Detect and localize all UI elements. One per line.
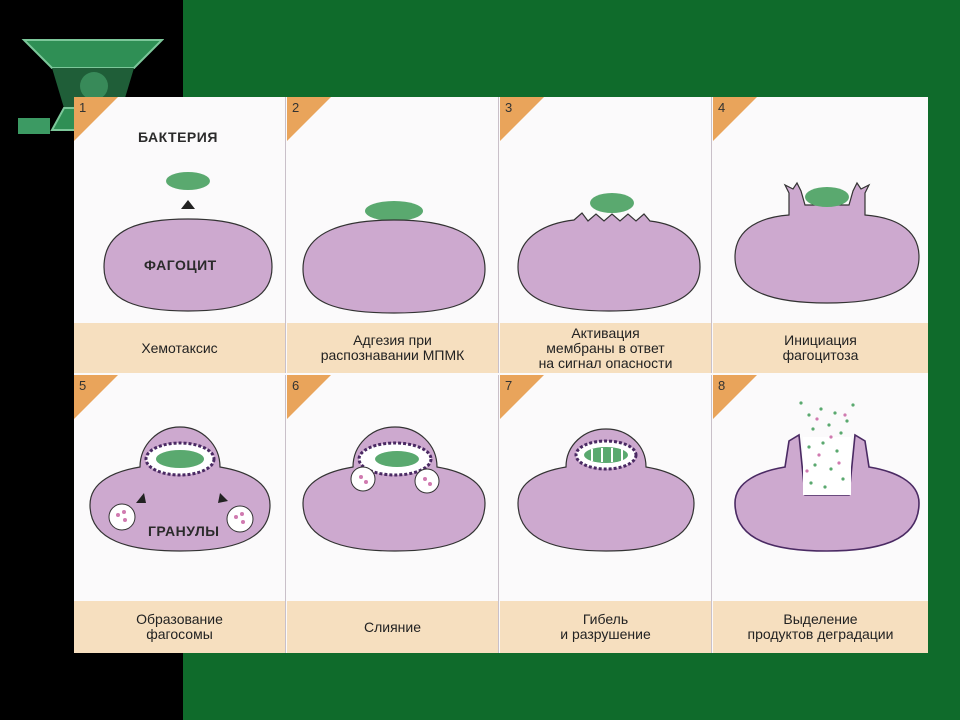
step-panel-2: 2 <box>287 97 499 323</box>
arrow-icon <box>181 200 195 209</box>
step-panel-5: 5 ГРАНУЛЫ <box>74 375 286 601</box>
bacterium-icon <box>365 201 423 221</box>
step-panel-6: 6 <box>287 375 499 601</box>
bacterium-icon <box>590 193 634 213</box>
step-number-6: 6 <box>292 378 299 393</box>
step-2-illustration <box>287 97 499 323</box>
step-caption-7: Гибель и разрушение <box>500 601 712 653</box>
step-caption-3: Активация мембраны в ответ на сигнал опа… <box>500 323 712 373</box>
step-number-2: 2 <box>292 100 299 115</box>
step-number-7: 7 <box>505 378 512 393</box>
phagocytosis-diagram: 1 БАКТЕРИЯ ФАГОЦИТ 2 3 4 Хемотаксис Адге… <box>74 97 928 653</box>
bacterium-icon <box>166 172 210 190</box>
step-8-illustration <box>713 375 928 601</box>
step-caption-8: Выделение продуктов деградации <box>713 601 928 653</box>
bacterium-icon <box>805 187 849 207</box>
step-3-illustration <box>500 97 712 323</box>
step-panel-4: 4 <box>713 97 928 323</box>
granules-label: ГРАНУЛЫ <box>148 523 219 539</box>
step-number-8: 8 <box>718 378 725 393</box>
step-number-5: 5 <box>79 378 86 393</box>
granule-icon <box>351 467 375 491</box>
bacterium-icon <box>156 450 204 468</box>
step-caption-1: Хемотаксис <box>74 323 286 373</box>
granule-icon <box>109 504 135 530</box>
step-7-illustration <box>500 375 712 601</box>
step-caption-6: Слияние <box>287 601 499 653</box>
degradation-zone <box>803 437 851 495</box>
phagocyte-cell-icon <box>518 213 700 311</box>
phagocyte-label: ФАГОЦИТ <box>144 257 217 273</box>
step-panel-8: 8 <box>713 375 928 601</box>
step-4-illustration <box>713 97 928 323</box>
step-number-3: 3 <box>505 100 512 115</box>
step-caption-4: Инициация фагоцитоза <box>713 323 928 373</box>
step-5-illustration <box>74 375 286 601</box>
phagocyte-cell-icon <box>303 220 485 313</box>
step-panel-3: 3 <box>500 97 712 323</box>
step-number-1: 1 <box>79 100 86 115</box>
bacterium-icon <box>375 451 419 467</box>
step-number-4: 4 <box>718 100 725 115</box>
step-panel-1: 1 БАКТЕРИЯ ФАГОЦИТ <box>74 97 286 323</box>
granule-icon <box>415 469 439 493</box>
step-panel-7: 7 <box>500 375 712 601</box>
step-6-illustration <box>287 375 499 601</box>
step-caption-2: Адгезия при распознавании МПМК <box>287 323 499 373</box>
step-caption-5: Образование фагосомы <box>74 601 286 653</box>
bacterium-label: БАКТЕРИЯ <box>138 129 218 145</box>
granule-icon <box>227 506 253 532</box>
